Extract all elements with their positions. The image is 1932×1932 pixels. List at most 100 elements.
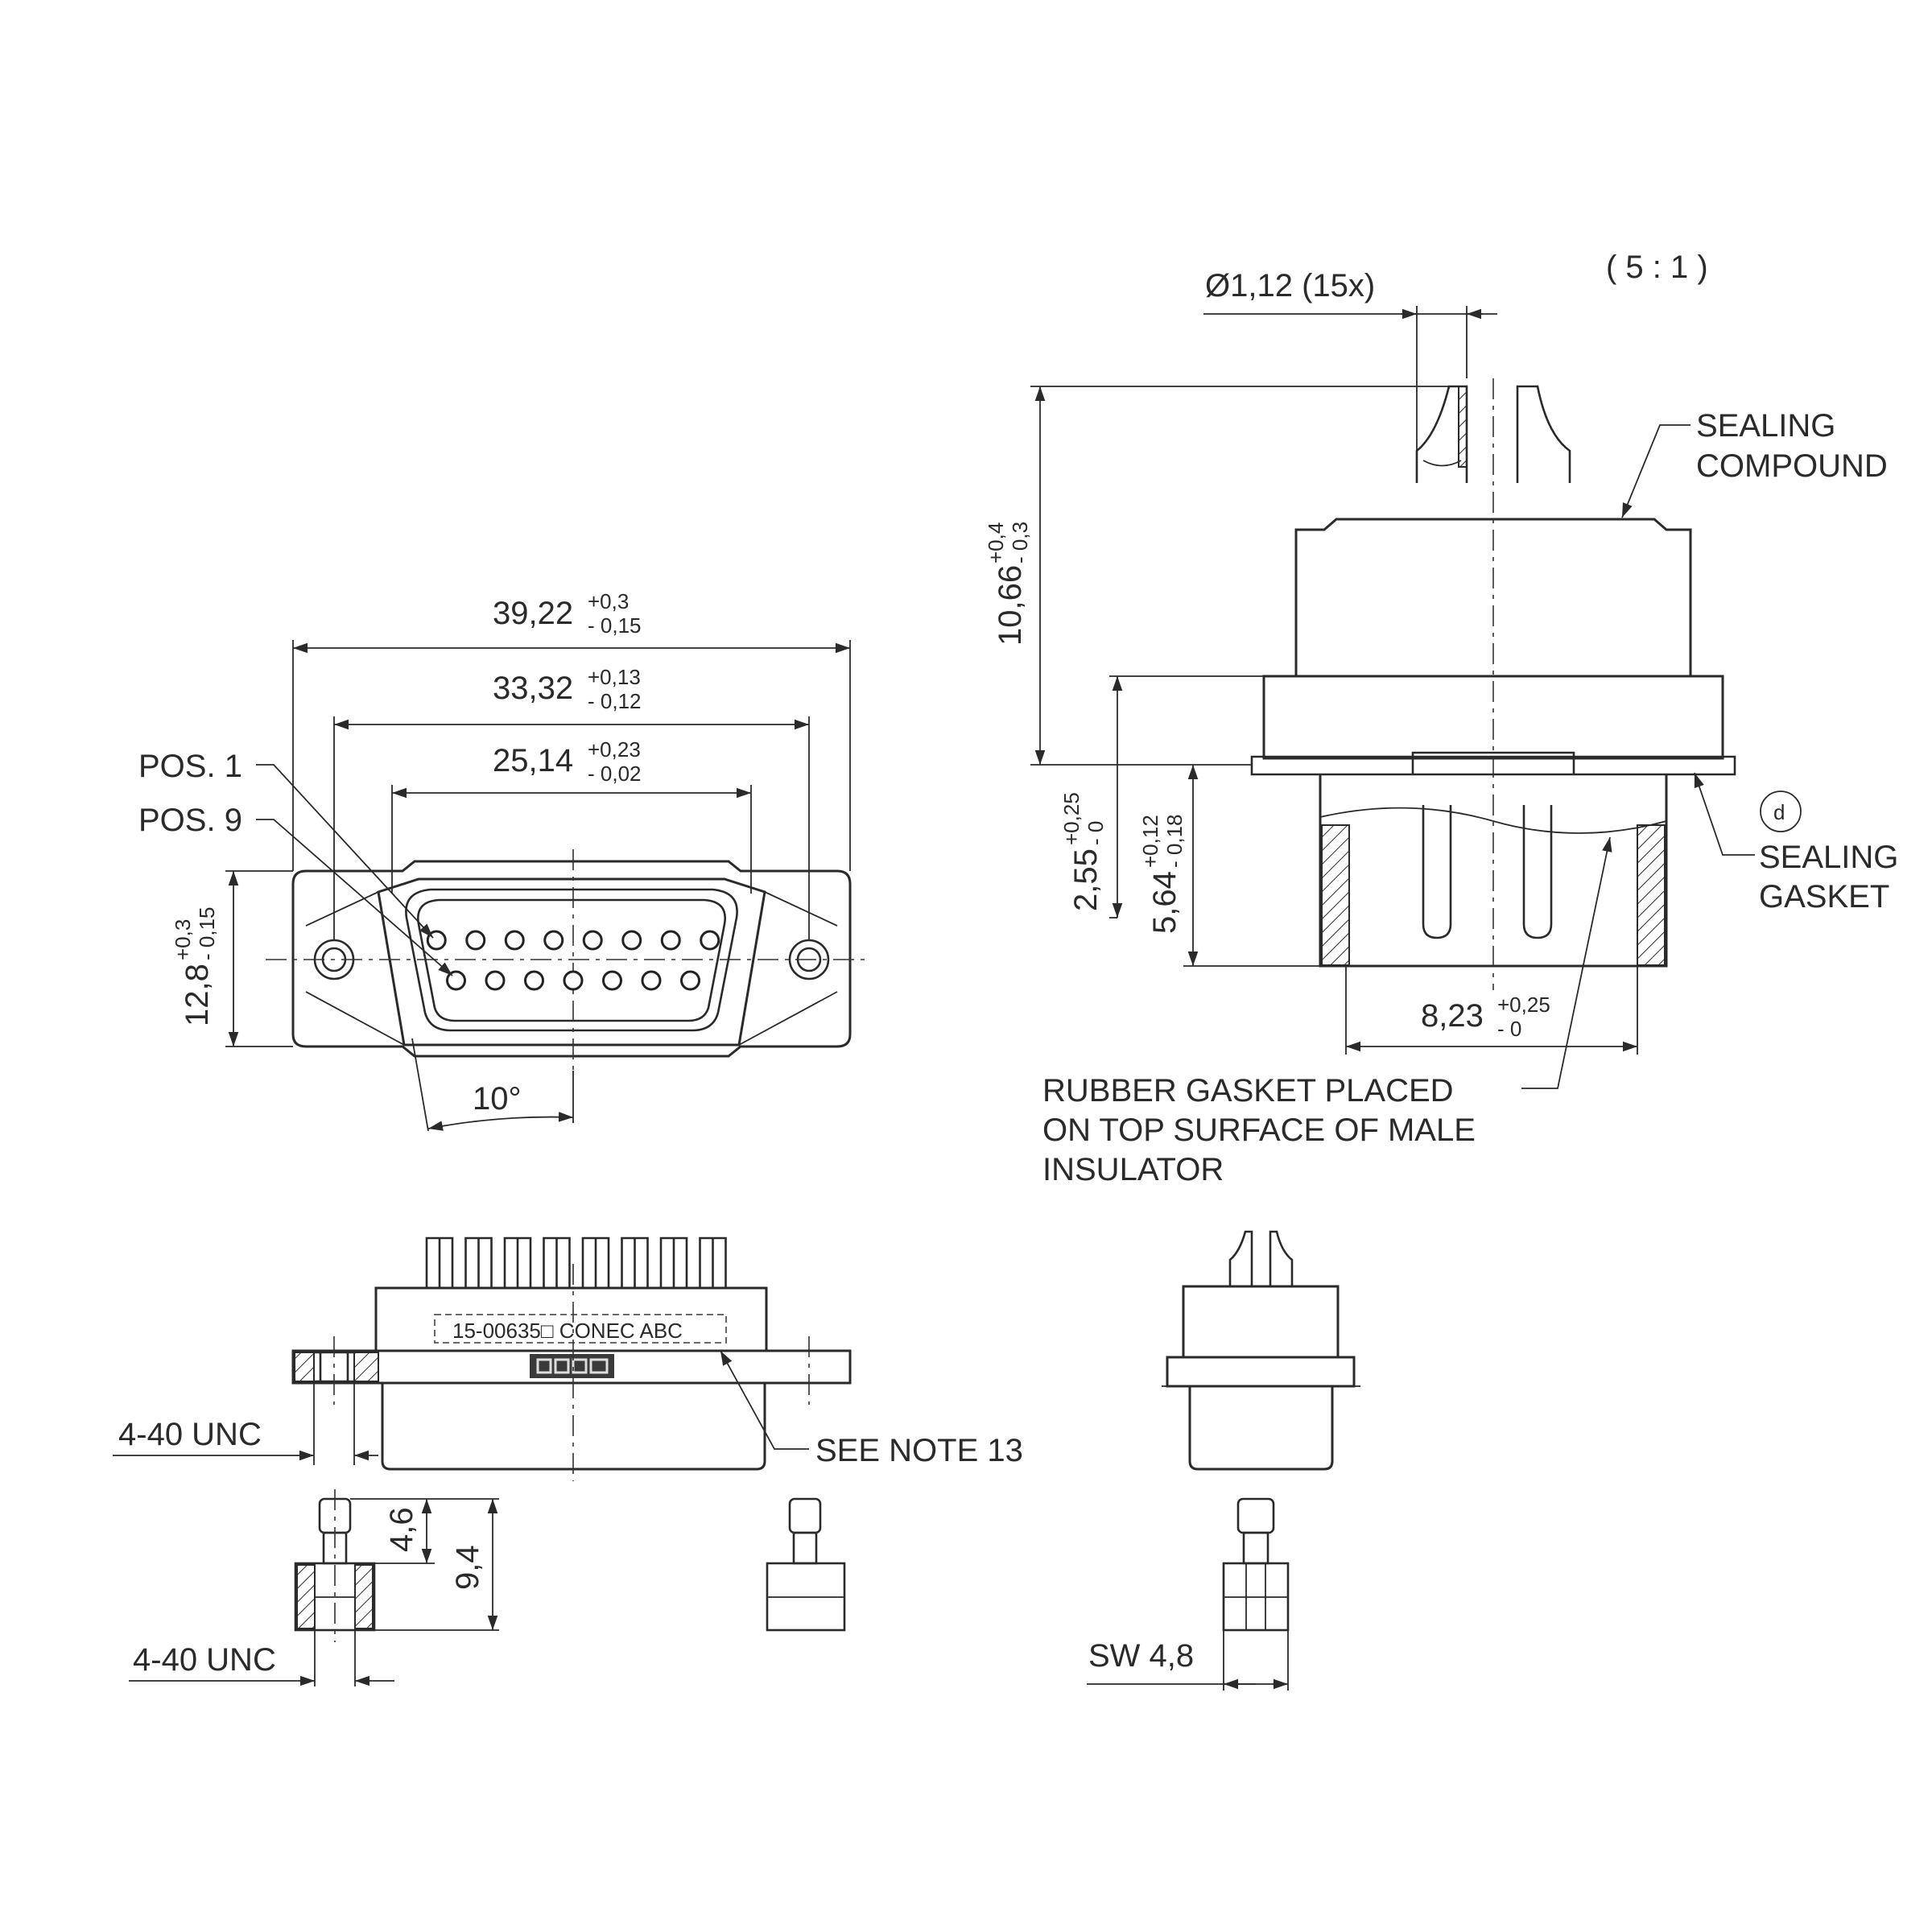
upper-body xyxy=(1294,518,1692,676)
contact-pin xyxy=(504,930,525,951)
contact-pin-side xyxy=(621,1236,649,1288)
pin-break xyxy=(1422,460,1462,467)
pin-right-bottom xyxy=(1522,805,1553,939)
see-note-label: SEE NOTE 13 xyxy=(815,1433,1023,1468)
small-side-view xyxy=(1162,1230,1360,1471)
dim-mount-value: 33,32 xyxy=(493,671,573,706)
pin-left-hatch xyxy=(1458,386,1468,468)
note-marker: d xyxy=(1773,800,1785,824)
dim-mount-tol-minus: - 0,12 xyxy=(588,689,642,713)
dim-shell-value: 25,14 xyxy=(493,743,573,778)
jack-screw-left xyxy=(294,1489,376,1642)
angle-label: 10° xyxy=(473,1081,522,1117)
sealing-gasket-leader xyxy=(1694,772,1755,856)
contact-pin xyxy=(563,970,584,991)
flange-outline xyxy=(291,860,852,1058)
dim-gasket-value: 2,55 xyxy=(1068,848,1104,911)
dim-gasket-tol-plus: +0,25 xyxy=(1059,792,1084,845)
conec-logo-mark xyxy=(536,1358,609,1374)
dim-screw-long: 9,4 xyxy=(450,1545,485,1590)
contact-pin xyxy=(524,970,544,991)
angle-arc xyxy=(427,1112,574,1131)
contact-pin xyxy=(621,930,642,951)
flange-chamfer xyxy=(764,891,838,927)
contact-pin xyxy=(680,970,700,991)
thread-label-1: 4-40 UNC xyxy=(118,1417,262,1452)
shell-wall-left xyxy=(1321,824,1350,966)
scale-label: ( 5 : 1 ) xyxy=(1606,250,1708,285)
contact-pin-side xyxy=(503,1236,532,1288)
front-view: 39,22 +0,3 - 0,15 33,32 +0,13 - 0,12 25,… xyxy=(138,589,869,1132)
dim-shell-tol-plus: +0,23 xyxy=(588,737,641,762)
section-break xyxy=(1319,807,1667,834)
jack-screw-small-view xyxy=(1222,1497,1290,1632)
pin-right-top xyxy=(1516,385,1571,483)
dim-height-tol-minus: - 0,15 xyxy=(195,907,219,961)
contact-pin xyxy=(660,930,681,951)
dim-width-value: 8,23 xyxy=(1421,998,1484,1034)
contact-pin xyxy=(446,970,466,991)
dim-engage-tol-minus: - 0,18 xyxy=(1162,815,1187,869)
jack-screw-right xyxy=(766,1497,846,1632)
contact-pin xyxy=(602,970,622,991)
dim-width-tol-minus: - 0 xyxy=(1497,1017,1521,1041)
top-side-view: 15-00635□ CONEC ABC 4-40 UNC SEE NOTE 13 xyxy=(113,1236,1023,1481)
flange-section-left xyxy=(294,1352,315,1382)
dim-engage-value: 5,64 xyxy=(1147,871,1183,934)
pin-left-bottom xyxy=(1422,805,1452,939)
sealing-compound-line1: SEALING xyxy=(1696,408,1835,444)
dim-screw-short: 4,6 xyxy=(384,1507,419,1552)
angle-extension xyxy=(411,1038,429,1132)
rubber-gasket-leader xyxy=(1521,836,1612,1089)
marking-text: 15-00635□ CONEC ABC xyxy=(452,1319,683,1343)
pos1-leader xyxy=(256,764,434,939)
pin-diameter-label: Ø1,12 (15x) xyxy=(1205,268,1375,303)
dim-height-value: 12,8 xyxy=(180,964,215,1026)
shell-wall-right xyxy=(1637,824,1666,966)
flange-chamfer xyxy=(738,991,838,1046)
small-lower-shell xyxy=(1188,1386,1334,1471)
see-note-leader xyxy=(720,1350,809,1450)
sealing-compound-line2: COMPOUND xyxy=(1696,448,1888,484)
thread-label-2: 4-40 UNC xyxy=(133,1642,276,1678)
contact-pin xyxy=(465,930,486,951)
contact-pin-side xyxy=(543,1236,571,1288)
note-marker-circle xyxy=(1760,791,1802,832)
rubber-gasket-line3: INSULATOR xyxy=(1042,1152,1224,1187)
pos1-label: POS. 1 xyxy=(138,749,242,784)
side-section-view: Ø1,12 (15x) 10,66 +0,4 - 0,3 2,55 +0,25 … xyxy=(984,268,1898,1187)
dim-gasket-tol-minus: - 0 xyxy=(1084,821,1108,845)
contact-pin-side xyxy=(425,1236,454,1288)
rubber-gasket-line1: RUBBER GASKET PLACED xyxy=(1042,1073,1454,1108)
rubber-gasket-line2: ON TOP SURFACE OF MALE xyxy=(1042,1113,1476,1148)
sealing-gasket-line1: SEALING xyxy=(1759,840,1898,875)
dim-total-height-tol-plus: +0,4 xyxy=(984,522,1008,564)
contact-pin-side xyxy=(699,1236,727,1288)
sealing-gasket-line2: GASKET xyxy=(1759,879,1889,914)
small-upper-body xyxy=(1182,1285,1340,1359)
contact-pin xyxy=(582,930,603,951)
contact-pin-side xyxy=(659,1236,688,1288)
contact-pin xyxy=(485,970,506,991)
wrench-size-label: SW 4,8 xyxy=(1088,1638,1194,1674)
contact-pin-side xyxy=(464,1236,493,1288)
shell-d-inner xyxy=(416,898,727,1022)
flange-chamfer xyxy=(305,991,405,1046)
dim-total-height-value: 10,66 xyxy=(993,565,1028,646)
contact-pin xyxy=(641,970,662,991)
pos9-leader xyxy=(256,819,453,976)
dim-width-tol-plus: +0,25 xyxy=(1497,993,1550,1017)
flange-chamfer xyxy=(305,891,379,927)
marking-box xyxy=(434,1314,727,1344)
dim-engage-tol-plus: +0,12 xyxy=(1138,815,1162,868)
dim-shell-tol-minus: - 0,02 xyxy=(588,762,642,786)
small-flange xyxy=(1166,1356,1356,1388)
dim-total-height-tol-minus: - 0,3 xyxy=(1008,522,1032,564)
pin-row-side xyxy=(425,1236,727,1288)
gasket-step xyxy=(1411,751,1575,774)
contact-pin xyxy=(543,930,564,951)
pin-array xyxy=(426,930,720,991)
contact-pin xyxy=(700,930,720,951)
flange-section-right xyxy=(353,1352,379,1382)
